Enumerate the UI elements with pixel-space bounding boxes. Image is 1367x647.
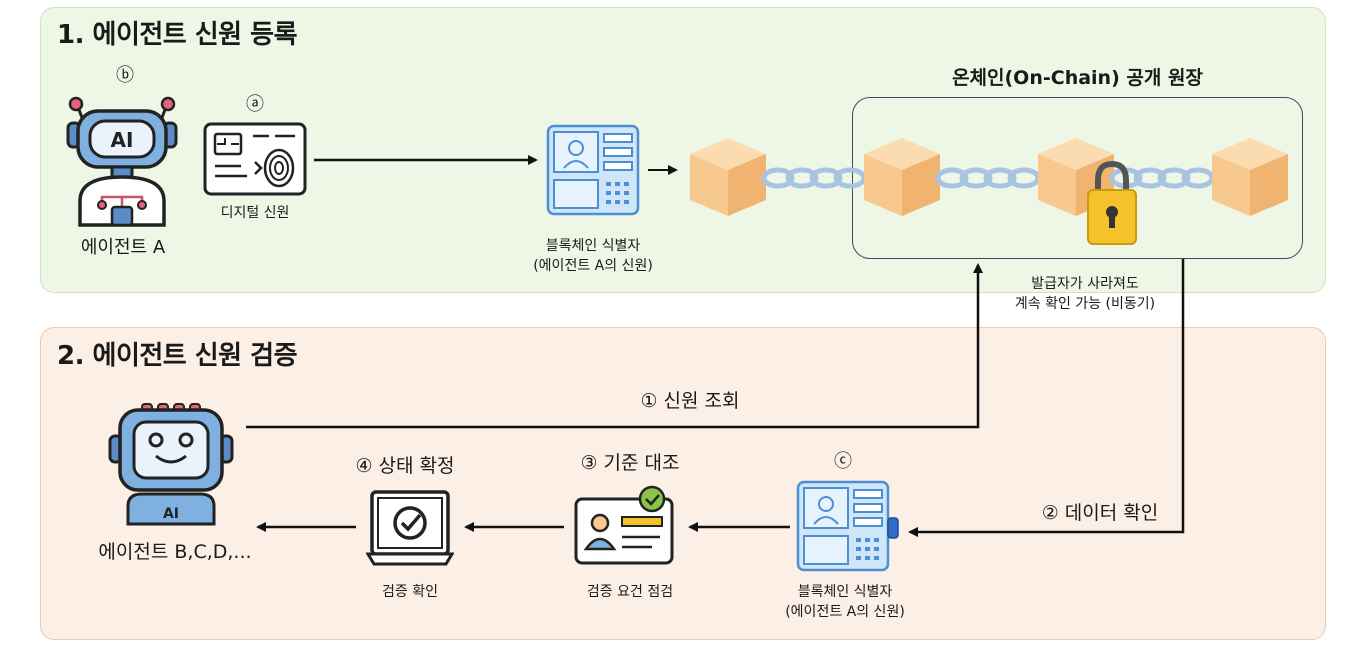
- step3-label: ③ 기준 대조: [580, 452, 680, 474]
- criteria-card-icon: [574, 485, 674, 565]
- blockchain-identifier-top-line2: (에이전트 A의 신원): [533, 258, 653, 274]
- async-note-line2: 계속 확인 가능 (비동기): [1014, 296, 1156, 312]
- verify-label: 검증 확인: [382, 584, 438, 600]
- onchain-ledger-box: [852, 97, 1303, 259]
- section-title-registration: 1. 에이전트 신원 등록: [57, 20, 297, 50]
- svg-text:AI: AI: [111, 128, 134, 152]
- block-2: [864, 138, 940, 216]
- digital-id-label: 디지털 신원: [220, 205, 290, 221]
- block-4: [1212, 138, 1288, 216]
- criteria-label: 검증 요건 점검: [586, 584, 674, 600]
- verifier-robot-icon: AI: [108, 403, 234, 526]
- id-card-icon: [203, 122, 307, 196]
- blockchain-identifier-bottom-line2: (에이전트 A의 신원): [785, 604, 905, 620]
- chain-link-2: [938, 170, 1038, 186]
- digital-id-marker: ⓐ: [246, 94, 264, 115]
- agents-bcd-label: 에이전트 B,C,D,...: [98, 541, 252, 563]
- step1-label: ① 신원 조회: [640, 390, 740, 412]
- agent-a-marker: ⓑ: [116, 65, 134, 86]
- blockchain-identifier-bottom-marker: ⓒ: [834, 451, 852, 472]
- blockchain-identifier-icon: [546, 124, 640, 216]
- section-title-verification: 2. 에이전트 신원 검증: [57, 341, 297, 371]
- blockchain-chain-graphic: [690, 138, 1288, 245]
- block-1: [690, 138, 766, 216]
- agent-a-label: 에이전트 A: [80, 237, 166, 258]
- blockchain-identifier-bottom-line1: 블록체인 식별자: [797, 584, 893, 600]
- robot-icon: AI: [66, 96, 178, 227]
- step4-label: ④ 상태 확정: [355, 455, 455, 477]
- monitor-check-icon: [366, 490, 454, 566]
- svg-text:AI: AI: [163, 506, 179, 522]
- blockchain-identifier-bottom-icon: [796, 480, 899, 572]
- lock-icon: [1087, 160, 1137, 245]
- ledger-title: 온체인(On-Chain) 공개 원장: [952, 67, 1203, 89]
- blockchain-identifier-top-line1: 블록체인 식별자: [545, 238, 641, 254]
- chain-link-1: [764, 170, 864, 186]
- async-note-line1: 발급자가 사라져도: [1031, 276, 1139, 292]
- step2-label: ② 데이터 확인: [1041, 502, 1159, 524]
